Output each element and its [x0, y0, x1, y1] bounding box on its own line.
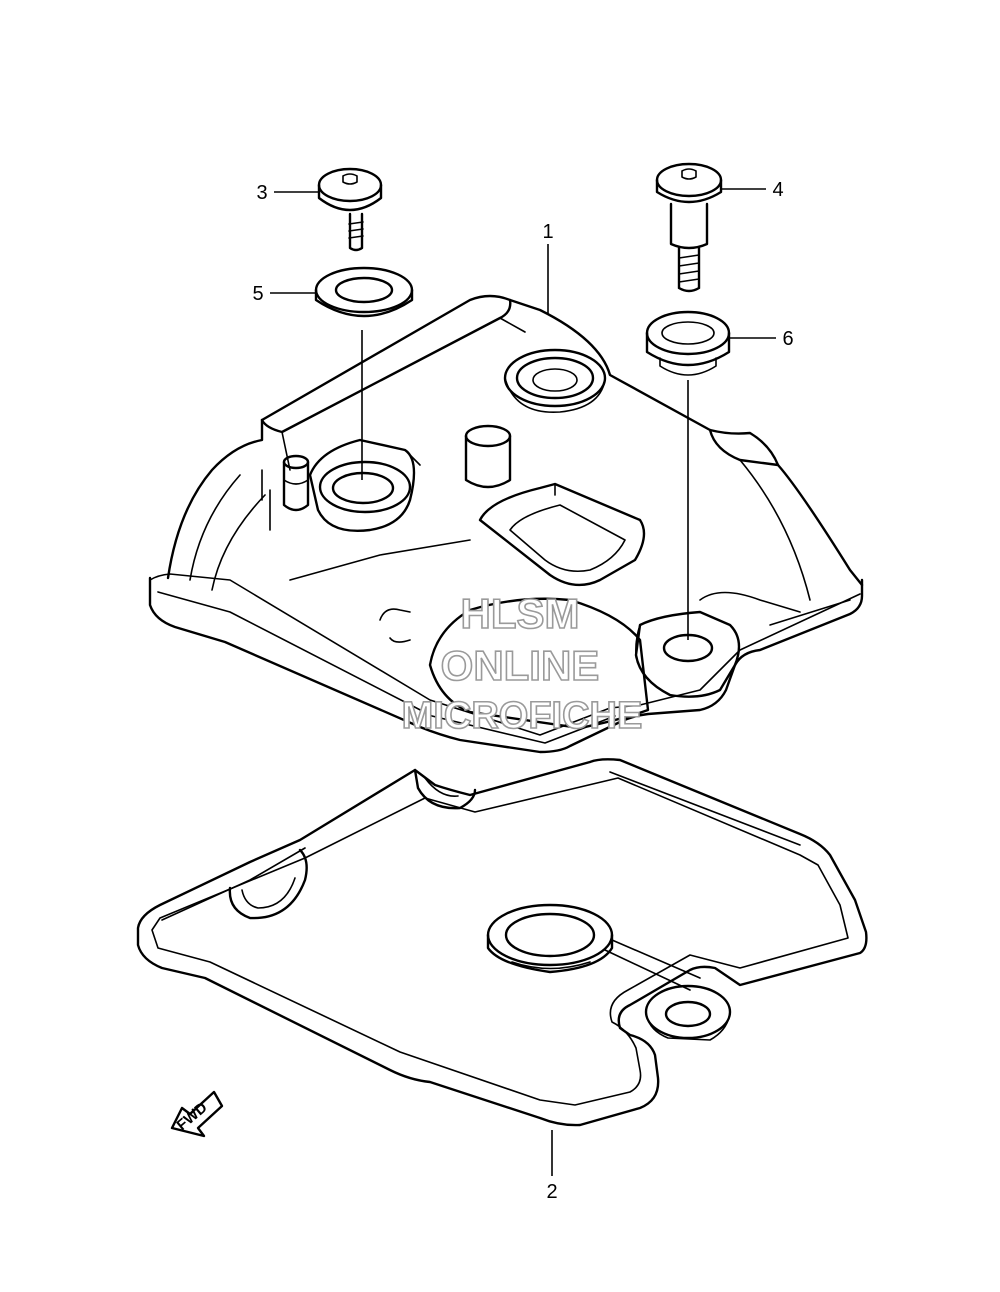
callout-1: 1	[542, 221, 554, 314]
part-6-grommet[interactable]	[645, 310, 731, 376]
callout-3-label: 3	[256, 182, 267, 204]
watermark: HLSM ONLINE MICROFICHE	[401, 589, 643, 738]
part-5-washer[interactable]	[314, 266, 414, 318]
fwd-arrow-icon: FWD	[170, 1090, 224, 1138]
callout-6-label: 6	[782, 328, 793, 350]
part-3-bolt[interactable]	[317, 167, 383, 252]
watermark-line-1: HLSM	[461, 590, 580, 637]
callout-2-label: 2	[546, 1181, 557, 1203]
watermark-line-3: MICROFICHE	[402, 695, 643, 737]
callout-4: 4	[722, 179, 784, 201]
part-4-bolt[interactable]	[655, 162, 723, 293]
part-1-cylinder-head-cover[interactable]	[148, 294, 864, 754]
callout-5: 5	[252, 283, 316, 305]
callout-4-label: 4	[772, 179, 783, 201]
fwd-label: FWD	[174, 1099, 211, 1134]
part-2-gasket[interactable]	[136, 758, 868, 1127]
watermark-line-2: ONLINE	[441, 642, 600, 689]
callout-3: 3	[256, 182, 318, 204]
callout-2: 2	[546, 1130, 558, 1203]
callout-6: 6	[730, 328, 794, 350]
assembly-centerlines	[361, 330, 689, 640]
callout-1-label: 1	[542, 221, 553, 243]
callout-5-label: 5	[252, 283, 263, 305]
